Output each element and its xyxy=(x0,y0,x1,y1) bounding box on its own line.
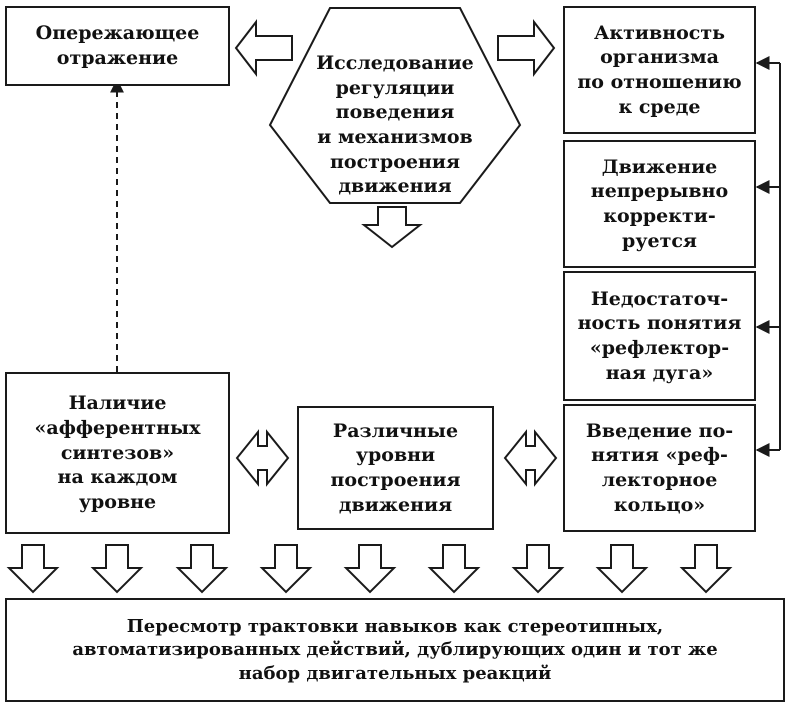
organism-activity-box: Активность организма по отношению к сред… xyxy=(563,6,756,134)
skills-revision-box: Пересмотр трактовки навыков как стереоти… xyxy=(5,598,785,702)
anticipatory-reflection-box: Опережающее отражение xyxy=(5,6,230,86)
movement-levels-label: Различные уровни построения движения xyxy=(330,419,461,516)
down-arrow-7 xyxy=(511,544,565,594)
anticipatory-reflection-label: Опережающее отражение xyxy=(35,22,200,69)
research-hexagon-shape xyxy=(268,7,522,204)
research-regulation-label: Исследование регуляции поведения и механ… xyxy=(316,51,474,198)
hollow-arrow-down-hexagon xyxy=(361,206,423,249)
afferent-syntheses-label: Наличие «афферентных синтезов» на каждом… xyxy=(34,392,201,514)
hollow-arrow-left-top xyxy=(234,19,293,77)
down-arrows-row xyxy=(6,544,733,594)
down-arrow-8 xyxy=(595,544,649,594)
down-arrow-2 xyxy=(90,544,144,594)
down-arrow-3 xyxy=(175,544,229,594)
movement-corrected-box: Движение непрерывно корректи- руется xyxy=(563,140,756,268)
down-arrow-6 xyxy=(427,544,481,594)
hollow-arrow-right-top xyxy=(497,19,556,77)
down-arrow-9 xyxy=(679,544,733,594)
organism-activity-label: Активность организма по отношению к сред… xyxy=(577,21,742,118)
reflex-arc-insufficiency-label: Недостаточ- ность понятия «рефлектор- на… xyxy=(577,287,742,384)
afferent-syntheses-box: Наличие «афферентных синтезов» на каждом… xyxy=(5,372,230,534)
movement-corrected-label: Движение непрерывно корректи- руется xyxy=(590,155,729,252)
down-arrow-4 xyxy=(259,544,313,594)
research-regulation-node: Исследование регуляции поведения и механ… xyxy=(300,40,490,210)
double-arrow-left xyxy=(235,429,290,487)
down-arrow-5 xyxy=(343,544,397,594)
reflex-arc-insufficiency-box: Недостаточ- ность понятия «рефлектор- на… xyxy=(563,271,756,401)
skills-revision-label: Пересмотр трактовки навыков как стереоти… xyxy=(72,615,718,684)
down-arrow-1 xyxy=(6,544,60,594)
movement-levels-box: Различные уровни построения движения xyxy=(297,406,494,530)
double-arrow-right xyxy=(503,429,558,487)
reflex-ring-introduction-box: Введение по- нятия «реф- лекторное кольц… xyxy=(563,404,756,532)
reflex-ring-introduction-label: Введение по- нятия «реф- лекторное кольц… xyxy=(585,419,734,516)
